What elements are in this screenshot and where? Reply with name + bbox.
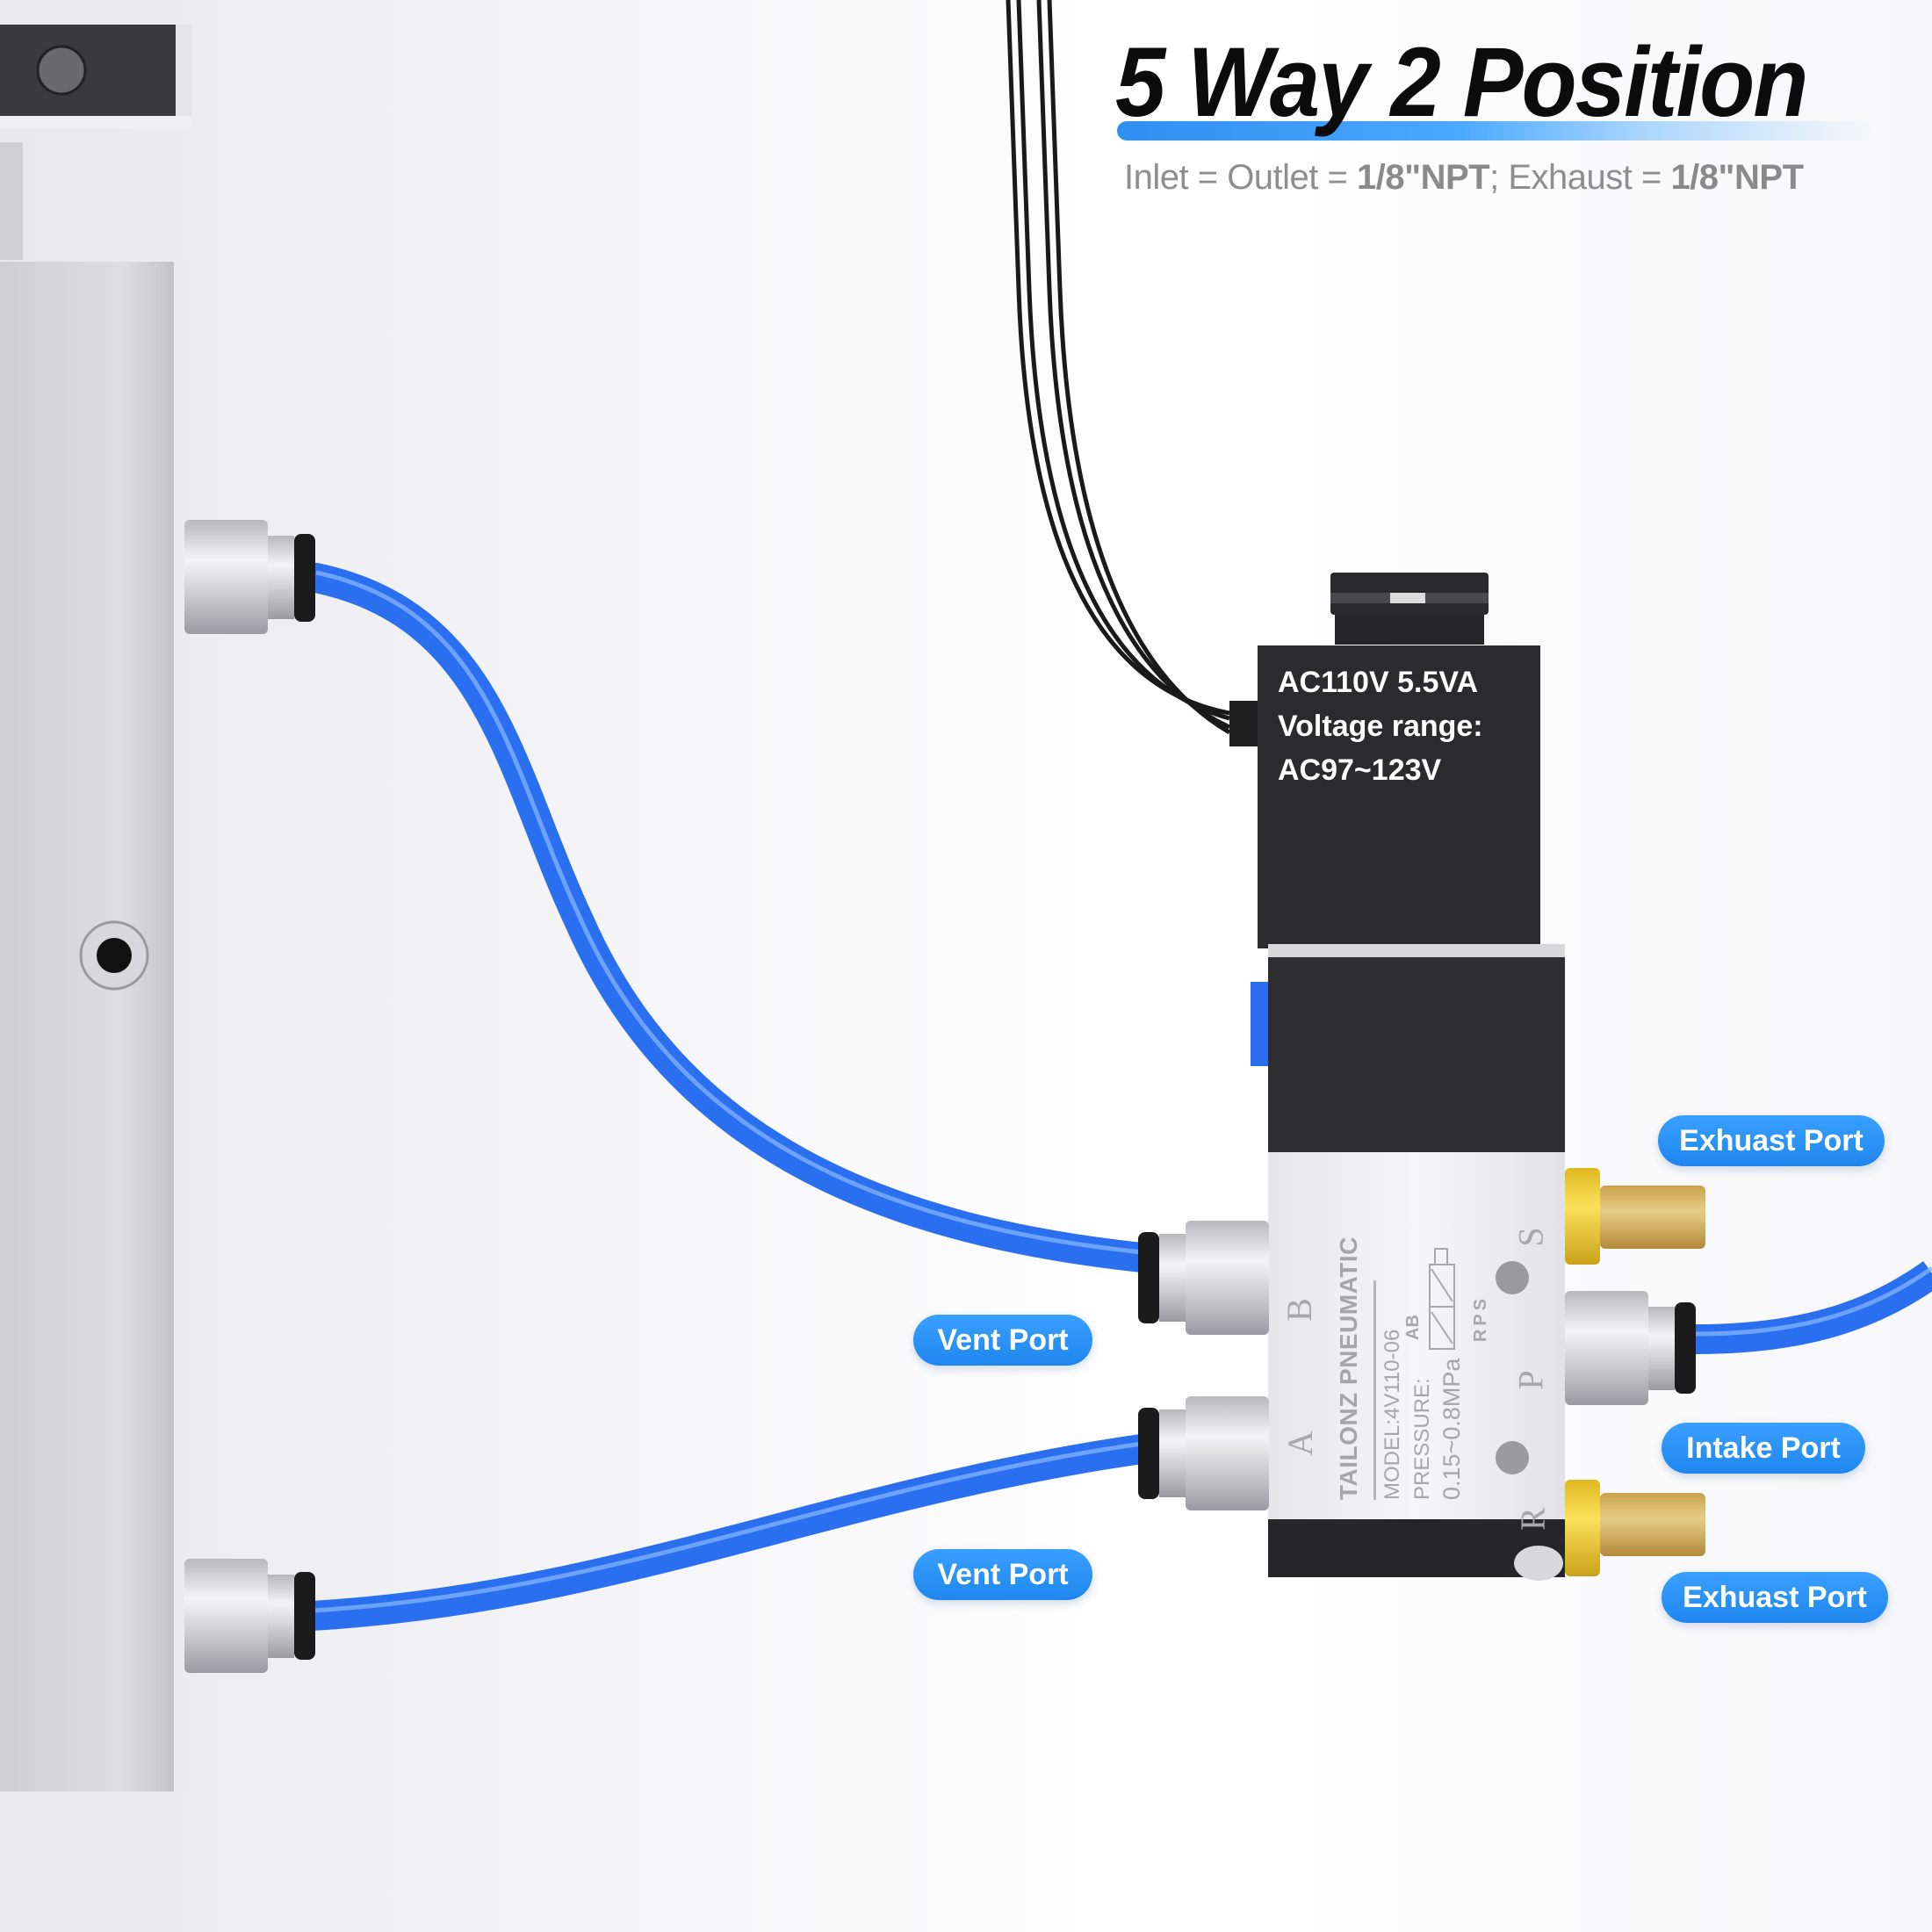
valve-pressure-label: PRESSURE:: [1410, 1378, 1434, 1500]
valve-fitting-a: [1138, 1396, 1269, 1510]
intake-fitting: [1565, 1291, 1696, 1405]
header: 5 Way 2 Position Inlet = Outlet = 1/8"NP…: [1115, 27, 1923, 197]
page-title: 5 Way 2 Position: [1115, 27, 1808, 137]
inlet-outlet-value: 1/8"NPT: [1357, 158, 1490, 197]
vent-port-label-upper: Vent Port: [913, 1315, 1092, 1366]
port-letter-b: B: [1279, 1298, 1319, 1322]
vent-port-label-lower: Vent Port: [913, 1549, 1092, 1600]
title-underline: [1117, 121, 1872, 141]
port-size-spec: Inlet = Outlet = 1/8"NPT; Exhaust = 1/8"…: [1124, 158, 1804, 198]
port-letter-p: P: [1510, 1370, 1551, 1390]
solenoid-coil: [1258, 645, 1540, 948]
exhaust-muffler-lower: [1565, 1480, 1705, 1576]
coil-voltage-range-label: Voltage range:: [1278, 710, 1483, 743]
spec-separator: ;: [1489, 158, 1509, 197]
exhaust-value: 1/8"NPT: [1670, 158, 1804, 197]
cylinder-fitting-upper: [184, 520, 315, 634]
cylinder-end-cap: [0, 25, 176, 116]
valve-symbol-rps: RPS: [1471, 1294, 1491, 1343]
tube-lower: [297, 1434, 1157, 1631]
valve-pressure-value: 0.15~0.8MPa: [1438, 1358, 1465, 1500]
exhaust-port-label-lower: Exhuast Port: [1662, 1572, 1888, 1623]
manual-button: [1251, 982, 1268, 1066]
exhaust-label: Exhaust =: [1508, 158, 1671, 197]
pneumatic-cylinder: [0, 262, 174, 1791]
valve-label-divider: [1373, 1280, 1376, 1500]
valve-pilot-block: [1268, 957, 1565, 1152]
wire-connector: [1229, 701, 1258, 746]
valve-brand: TAILONZ PNEUMATIC: [1335, 1236, 1362, 1500]
inlet-outlet-label: Inlet = Outlet =: [1124, 158, 1357, 197]
coil-rating: AC110V 5.5VA: [1278, 666, 1479, 699]
valve-model: MODEL:4V110-06: [1381, 1329, 1404, 1500]
valve-fitting-b: [1138, 1221, 1269, 1335]
port-letter-r: R: [1512, 1507, 1553, 1531]
exhaust-muffler-upper: [1565, 1168, 1705, 1265]
coil-voltage-range-value: AC97~123V: [1278, 753, 1442, 787]
tube-intake: [1694, 1261, 1932, 1354]
cylinder-fitting-lower: [184, 1559, 315, 1673]
tube-upper: [301, 563, 1157, 1272]
exhaust-port-label-upper: Exhuast Port: [1658, 1115, 1885, 1166]
valve-symbol-ab: AB: [1402, 1315, 1423, 1340]
port-letter-s: S: [1510, 1227, 1551, 1247]
intake-port-label: Intake Port: [1662, 1423, 1865, 1474]
port-letter-a: A: [1280, 1431, 1320, 1456]
manual-override-knob: [1330, 573, 1489, 645]
valve-symbol: [1429, 1248, 1455, 1350]
coil-wires: [1006, 0, 1231, 735]
coil-spec: AC110V 5.5VA Voltage range: AC97~123V: [1278, 660, 1483, 792]
